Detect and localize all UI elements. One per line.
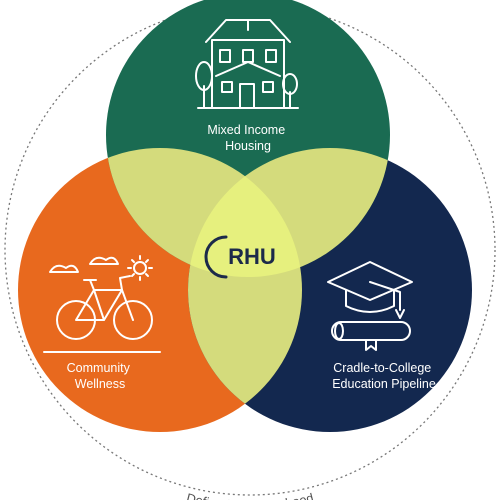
label-community-wellness: Community Wellness [67, 361, 134, 391]
house-icon [195, 19, 299, 109]
label-community-wellness-line1: Community [67, 361, 131, 375]
center-logo-arc [204, 235, 228, 279]
bicycle-icon [43, 255, 161, 353]
center-label: RHU [228, 244, 276, 269]
boundary-label: Defined Neighborhood [185, 490, 315, 500]
overlap-center [188, 148, 302, 277]
label-community-wellness-line2: Wellness [75, 377, 125, 391]
label-mixed-income-housing: Mixed Income Housing [207, 123, 288, 153]
neighborhood-boundary [4, 4, 496, 496]
boundary-label-path: Defined Neighborhood [185, 490, 315, 500]
label-education-pipeline: Cradle-to-College Education Pipeline [332, 361, 436, 391]
label-education-pipeline-line2: Education Pipeline [332, 377, 436, 391]
graduation-cap-icon [327, 261, 413, 351]
label-mixed-income-housing-line2: Housing [225, 139, 271, 153]
label-mixed-income-housing-line1: Mixed Income [207, 123, 285, 137]
label-education-pipeline-line1: Cradle-to-College [333, 361, 431, 375]
